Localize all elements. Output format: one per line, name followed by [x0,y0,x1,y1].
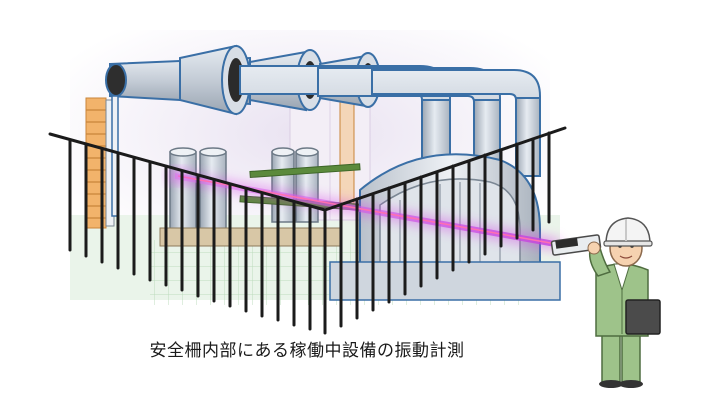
worker [587,217,661,388]
caption-text: 安全柵内部にある稼働中設備の振動計測 [149,341,465,361]
safety-fence [48,126,567,335]
laser-beam [166,170,560,250]
